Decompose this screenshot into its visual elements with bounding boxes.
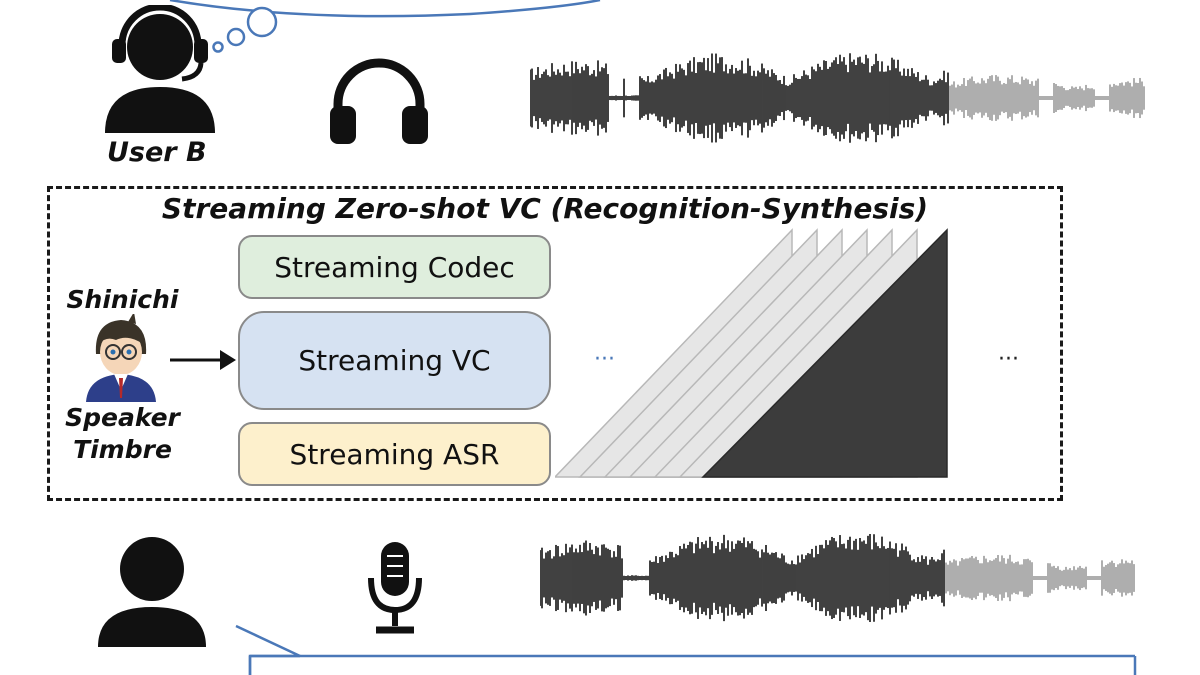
- thought-bubble: [169, 0, 601, 53]
- streaming-codec-module: Streaming Codec: [238, 235, 551, 299]
- streaming-vc-system-box: [47, 186, 1063, 501]
- user-headset-icon: [105, 5, 215, 133]
- headphones-icon: [330, 58, 428, 144]
- user-b-label: User B: [107, 137, 207, 168]
- speaker-caption-line-1: Speaker: [65, 403, 180, 432]
- speaker-name: Shinichi: [66, 285, 179, 314]
- speaker-timbre-caption: Speaker Timbre: [55, 402, 190, 466]
- ellipsis-right: ···: [998, 347, 1019, 372]
- waveform-top: [530, 53, 1145, 143]
- ellipsis-left: ···: [594, 347, 615, 372]
- speech-bubble: [235, 624, 1137, 675]
- speaker-to-vc-arrow: [170, 350, 236, 370]
- current-chunk-triangle: [701, 228, 948, 478]
- streaming-asr-module: Streaming ASR: [238, 422, 551, 486]
- system-title: Streaming Zero-shot VC (Recognition-Synt…: [161, 192, 929, 225]
- streaming-chunks-diagram: [555, 228, 948, 478]
- speaker-avatar-icon: [86, 314, 156, 402]
- waveform-bottom: [540, 533, 1135, 623]
- speaker-caption-line-2: Timbre: [73, 435, 172, 464]
- user-icon: [98, 537, 206, 647]
- microphone-icon: [368, 542, 422, 634]
- streaming-vc-module: Streaming VC: [238, 311, 551, 410]
